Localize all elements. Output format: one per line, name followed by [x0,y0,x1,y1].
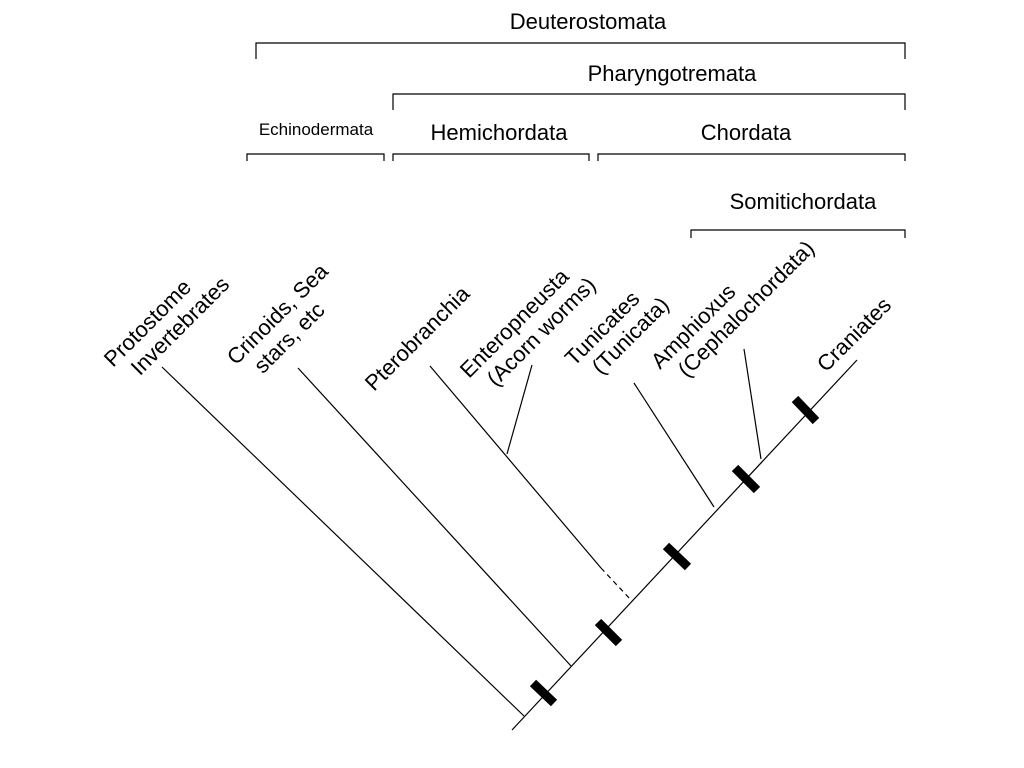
branch-crinoids [297,367,572,667]
bracket-chordata [597,153,906,161]
label-hemichordata: Hemichordata [431,120,569,145]
branch-protostome [161,366,525,717]
label-somitichordata: Somitichordata [730,189,878,214]
branch-tunicates [633,382,715,508]
label-echinodermata: Echinodermata [259,120,374,139]
taxon-crinoids: Crinoids, Sea stars, etc [222,258,334,378]
taxon-pterobranchia: Pterobranchia [360,280,475,395]
svg-text:Pterobranchia: Pterobranchia [360,280,475,395]
label-pharyngotremata: Pharyngotremata [588,61,758,86]
bracket-echinodermata [246,153,385,161]
trunk-line [511,359,858,731]
bracket-hemichordata [392,153,590,161]
branch-enteropneusta [506,364,533,455]
character-mark-2 [594,618,623,647]
branch-pterobranchia [429,365,602,569]
bracket-somitichordata [690,229,906,238]
branch-hemichordata-dashed [600,567,632,601]
character-mark-3 [662,542,692,571]
label-deuterostomata: Deuterostomata [510,9,667,34]
label-chordata: Chordata [701,120,792,145]
character-mark-5 [791,395,820,425]
character-mark-4 [731,464,761,494]
character-mark-1 [529,679,558,707]
taxon-amphioxus: Amphioxus (Cephalochordata) [646,235,819,382]
branch-amphioxus [743,348,762,460]
taxon-protostome: Protostome Invertebrates [99,272,234,380]
bracket-pharyngotremata [392,93,906,110]
bracket-deuterostomata [255,42,906,59]
